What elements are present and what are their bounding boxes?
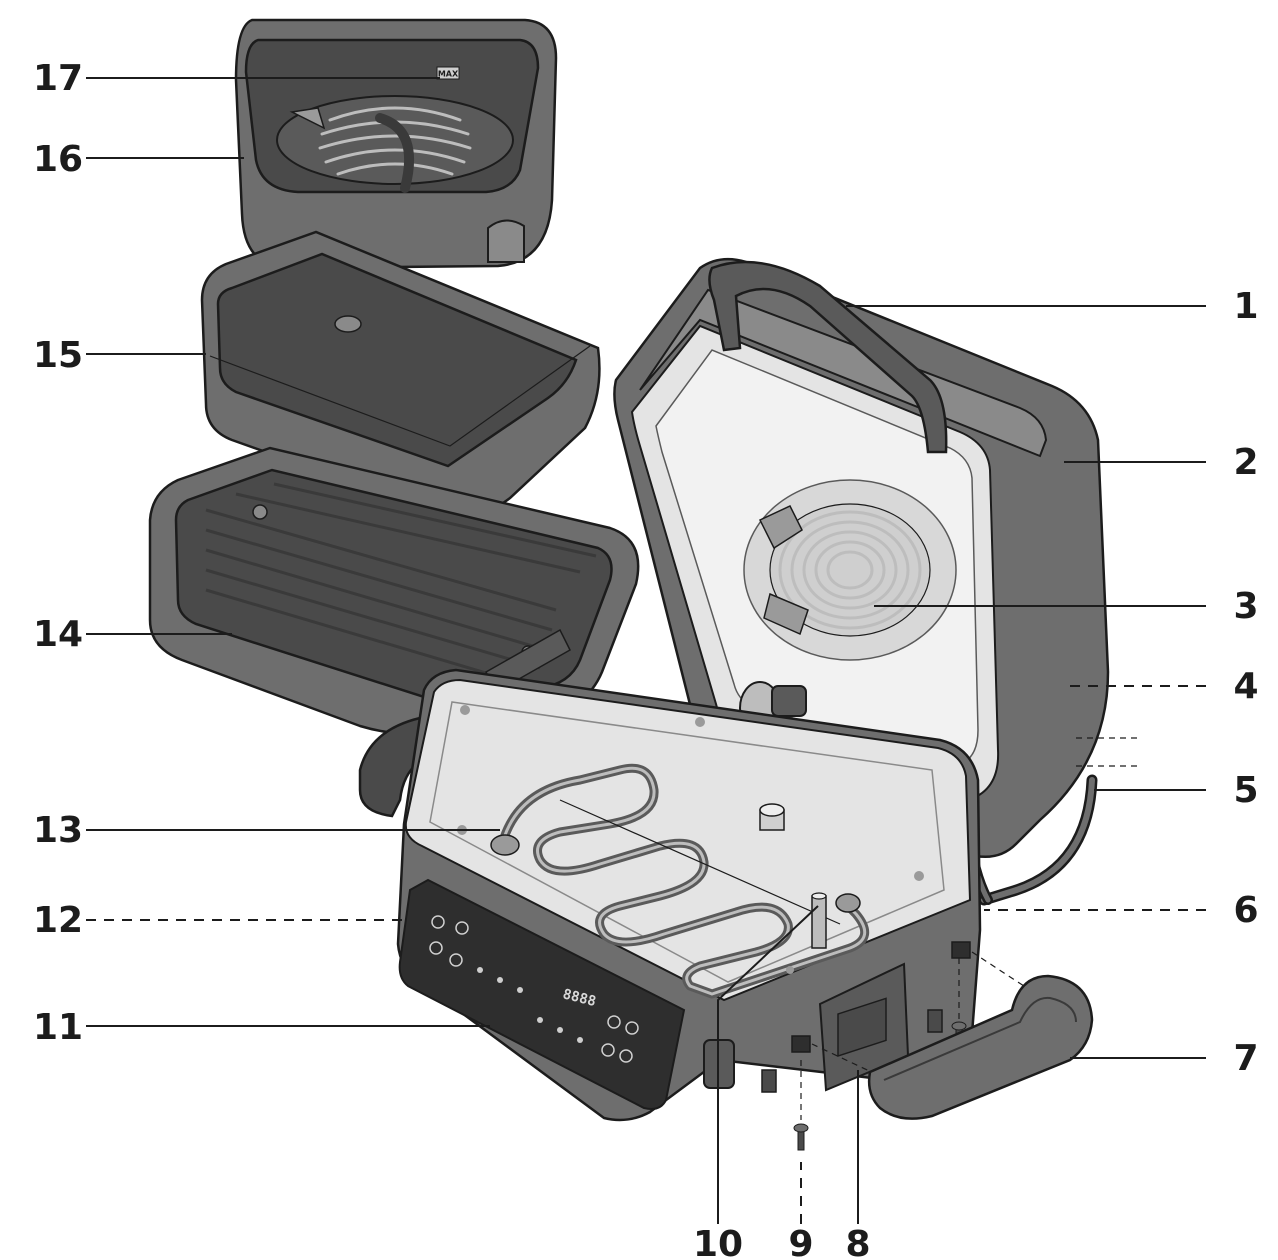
callout-6: 6 [1233, 890, 1258, 931]
callout-12: 12 [33, 900, 83, 941]
control-panel: 8888 [398, 878, 686, 1110]
callout-16: 16 [33, 139, 83, 180]
lid-handle [708, 260, 948, 454]
callout-2: 2 [1233, 442, 1258, 483]
callout-4: 4 [1233, 666, 1258, 707]
max-fill-mark-text: MAX [438, 70, 459, 79]
callout-15: 15 [33, 335, 83, 376]
screw-left [793, 1123, 809, 1151]
callout-11: 11 [33, 1007, 83, 1048]
callout-9: 9 [788, 1224, 813, 1260]
callout-1: 1 [1233, 286, 1258, 327]
callout-3: 3 [1233, 586, 1258, 627]
callout-14: 14 [33, 614, 83, 655]
cooking-pot [200, 230, 601, 517]
callout-10: 10 [693, 1224, 743, 1260]
callout-5: 5 [1233, 770, 1258, 811]
callout-17: 17 [33, 58, 83, 99]
callout-13: 13 [33, 810, 83, 851]
temperature-sensor [811, 892, 827, 949]
control-panel-display: 8888 [561, 986, 598, 1010]
crisper-basket: MAX [234, 18, 558, 270]
grate-ribs [205, 482, 597, 688]
side-handle [867, 974, 1094, 1120]
leader-lines [86, 77, 1206, 1224]
lid-heating-element [743, 479, 957, 661]
lid [613, 257, 1110, 858]
callout-7: 7 [1233, 1038, 1258, 1079]
base-unit: 8888 [358, 668, 982, 1122]
callout-labels: 17 16 15 14 13 12 11 1 2 3 4 5 6 7 10 9 … [33, 58, 1259, 1260]
callout-8: 8 [845, 1224, 870, 1260]
bottom-heating-element [490, 763, 870, 999]
